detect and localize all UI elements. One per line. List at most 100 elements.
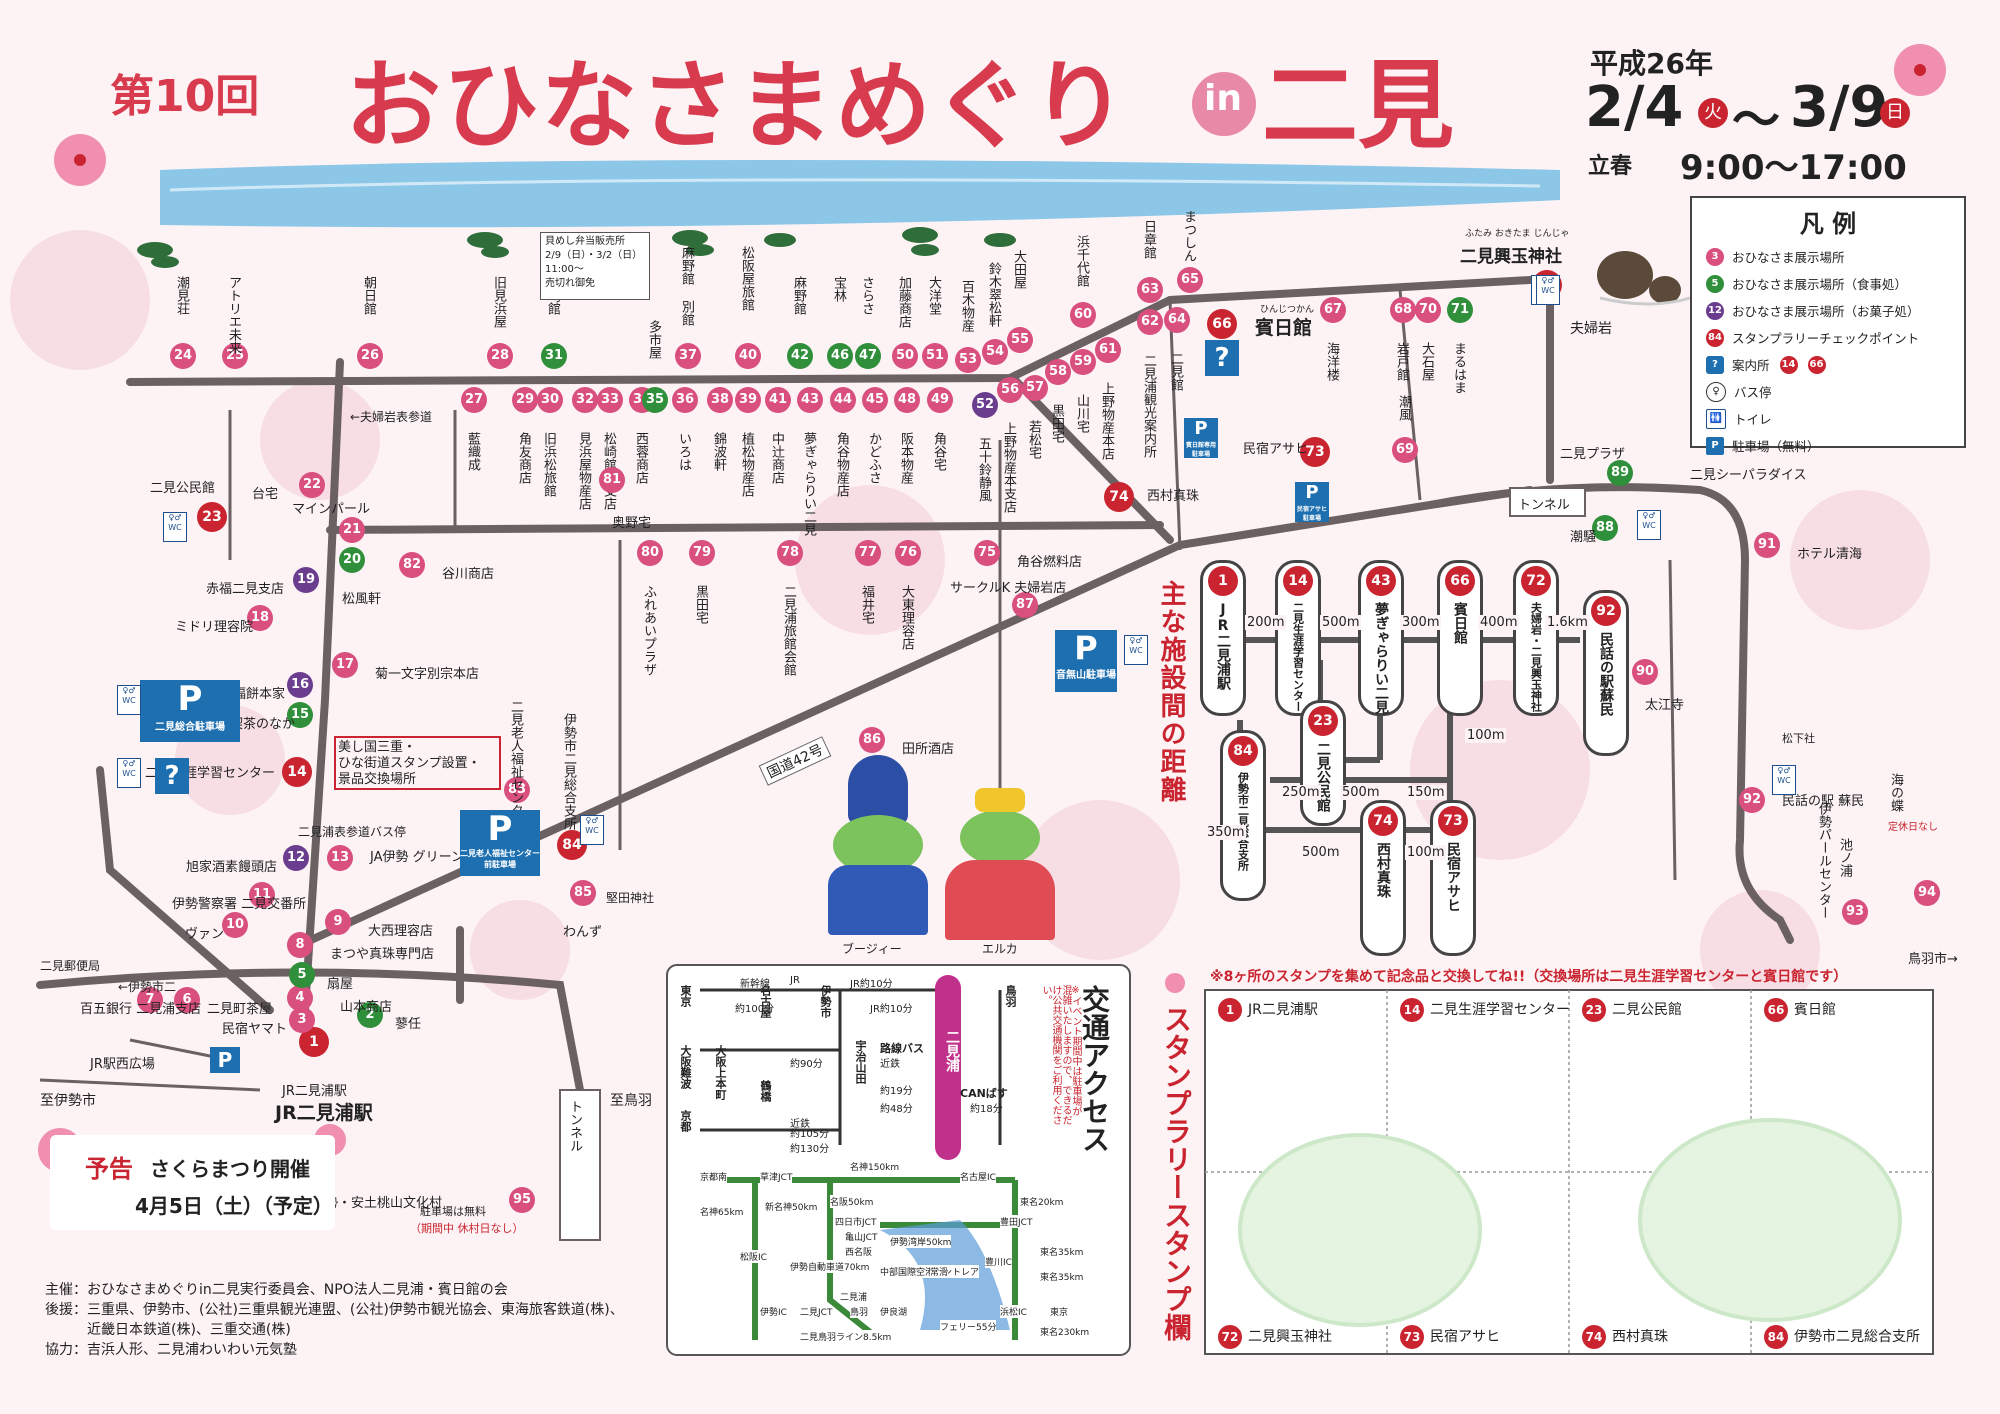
map-marker-94[interactable]: 94	[1914, 880, 1940, 906]
map-marker-50[interactable]: 50	[892, 343, 918, 369]
map-marker-76[interactable]: 76	[895, 540, 921, 566]
map-marker-56[interactable]: 56	[997, 377, 1023, 403]
map-marker-86[interactable]: 86	[859, 727, 885, 753]
map-marker-14[interactable]: 14	[282, 757, 312, 787]
map-marker-37[interactable]: 37	[675, 343, 701, 369]
map-marker-54[interactable]: 54	[982, 339, 1008, 365]
map-marker-66[interactable]: 66	[1207, 309, 1237, 339]
map-marker-95[interactable]: 95	[509, 1187, 535, 1213]
map-marker-71[interactable]: 71	[1447, 297, 1473, 323]
map-marker-43[interactable]: 43	[797, 387, 823, 413]
map-marker-84[interactable]: 84	[557, 830, 587, 860]
map-marker-78[interactable]: 78	[777, 540, 803, 566]
map-marker-13[interactable]: 13	[327, 845, 353, 871]
map-marker-75[interactable]: 75	[974, 540, 1000, 566]
map-marker-77[interactable]: 77	[855, 540, 881, 566]
map-marker-69[interactable]: 69	[1392, 437, 1418, 463]
map-marker-33[interactable]: 33	[597, 387, 623, 413]
map-marker-68[interactable]: 68	[1390, 297, 1416, 323]
map-marker-82[interactable]: 82	[399, 552, 425, 578]
map-marker-67[interactable]: 67	[1320, 297, 1346, 323]
map-marker-40[interactable]: 40	[735, 343, 761, 369]
map-marker-80[interactable]: 80	[637, 540, 663, 566]
map-marker-53[interactable]: 53	[955, 347, 981, 373]
map-marker-30[interactable]: 30	[537, 387, 563, 413]
map-marker-28[interactable]: 28	[487, 343, 513, 369]
map-marker-63[interactable]: 63	[1137, 277, 1163, 303]
map-marker-2[interactable]: 2	[357, 1002, 383, 1028]
map-marker-36[interactable]: 36	[672, 387, 698, 413]
map-marker-46[interactable]: 46	[827, 343, 853, 369]
map-marker-60[interactable]: 60	[1070, 302, 1096, 328]
map-marker-9[interactable]: 9	[325, 909, 351, 935]
map-marker-90[interactable]: 90	[1632, 659, 1658, 685]
map-marker-23[interactable]: 23	[197, 502, 227, 532]
map-marker-7[interactable]: 7	[137, 987, 163, 1013]
map-marker-57[interactable]: 57	[1022, 375, 1048, 401]
map-marker-73[interactable]: 73	[1300, 437, 1330, 467]
map-marker-38[interactable]: 38	[707, 387, 733, 413]
map-marker-93[interactable]: 93	[1842, 899, 1868, 925]
map-marker-15[interactable]: 15	[287, 702, 313, 728]
map-marker-64[interactable]: 64	[1164, 307, 1190, 333]
map-marker-18[interactable]: 18	[247, 605, 273, 631]
map-marker-91[interactable]: 91	[1754, 532, 1780, 558]
map-marker-5[interactable]: 5	[289, 962, 315, 988]
map-marker-12[interactable]: 12	[283, 845, 309, 871]
map-marker-25[interactable]: 25	[222, 343, 248, 369]
map-marker-87[interactable]: 87	[1012, 592, 1038, 618]
map-marker-74[interactable]: 74	[1104, 482, 1134, 512]
map-marker-17[interactable]: 17	[332, 652, 358, 678]
map-marker-58[interactable]: 58	[1045, 359, 1071, 385]
map-marker-3[interactable]: 3	[289, 1007, 315, 1033]
map-marker-59[interactable]: 59	[1070, 349, 1096, 375]
map-marker-10[interactable]: 10	[222, 912, 248, 938]
map-marker-51[interactable]: 51	[922, 343, 948, 369]
map-marker-85[interactable]: 85	[570, 880, 596, 906]
map-marker-83[interactable]: 83	[504, 777, 530, 803]
map-marker-20[interactable]: 20	[339, 547, 365, 573]
map-marker-44[interactable]: 44	[830, 387, 856, 413]
map-marker-79[interactable]: 79	[689, 540, 715, 566]
map-marker-92[interactable]: 92	[1739, 787, 1765, 813]
map-marker-41[interactable]: 41	[765, 387, 791, 413]
map-marker-22[interactable]: 22	[299, 472, 325, 498]
map-marker-24[interactable]: 24	[170, 343, 196, 369]
map-marker-26[interactable]: 26	[357, 343, 383, 369]
map-marker-8[interactable]: 8	[287, 932, 313, 958]
map-marker-32[interactable]: 32	[572, 387, 598, 413]
map-marker-55[interactable]: 55	[1007, 327, 1033, 353]
map-marker-65[interactable]: 65	[1177, 267, 1203, 293]
map-marker-35[interactable]: 35	[642, 387, 668, 413]
map-marker-48[interactable]: 48	[894, 387, 920, 413]
map-marker-16[interactable]: 16	[287, 672, 313, 698]
map-marker-88[interactable]: 88	[1592, 515, 1618, 541]
map-marker-6[interactable]: 6	[174, 987, 200, 1013]
map-marker-47[interactable]: 47	[855, 343, 881, 369]
map-marker-45[interactable]: 45	[862, 387, 888, 413]
map-marker-81[interactable]: 81	[599, 467, 625, 493]
map-marker-49[interactable]: 49	[927, 387, 953, 413]
map-marker-39[interactable]: 39	[735, 387, 761, 413]
map-marker-27[interactable]: 27	[461, 387, 487, 413]
map-marker-21[interactable]: 21	[339, 517, 365, 543]
map-marker-42[interactable]: 42	[787, 343, 813, 369]
map-marker-62[interactable]: 62	[1137, 309, 1163, 335]
map-marker-19[interactable]: 19	[293, 567, 319, 593]
map-marker-11[interactable]: 11	[249, 882, 275, 908]
map-marker-61[interactable]: 61	[1095, 337, 1121, 363]
map-marker-89[interactable]: 89	[1607, 460, 1633, 486]
map-marker-52[interactable]: 52	[972, 392, 998, 418]
map-marker-70[interactable]: 70	[1415, 297, 1441, 323]
map-marker-4[interactable]: 4	[287, 985, 313, 1011]
map-marker-29[interactable]: 29	[512, 387, 538, 413]
map-marker-31[interactable]: 31	[541, 343, 567, 369]
